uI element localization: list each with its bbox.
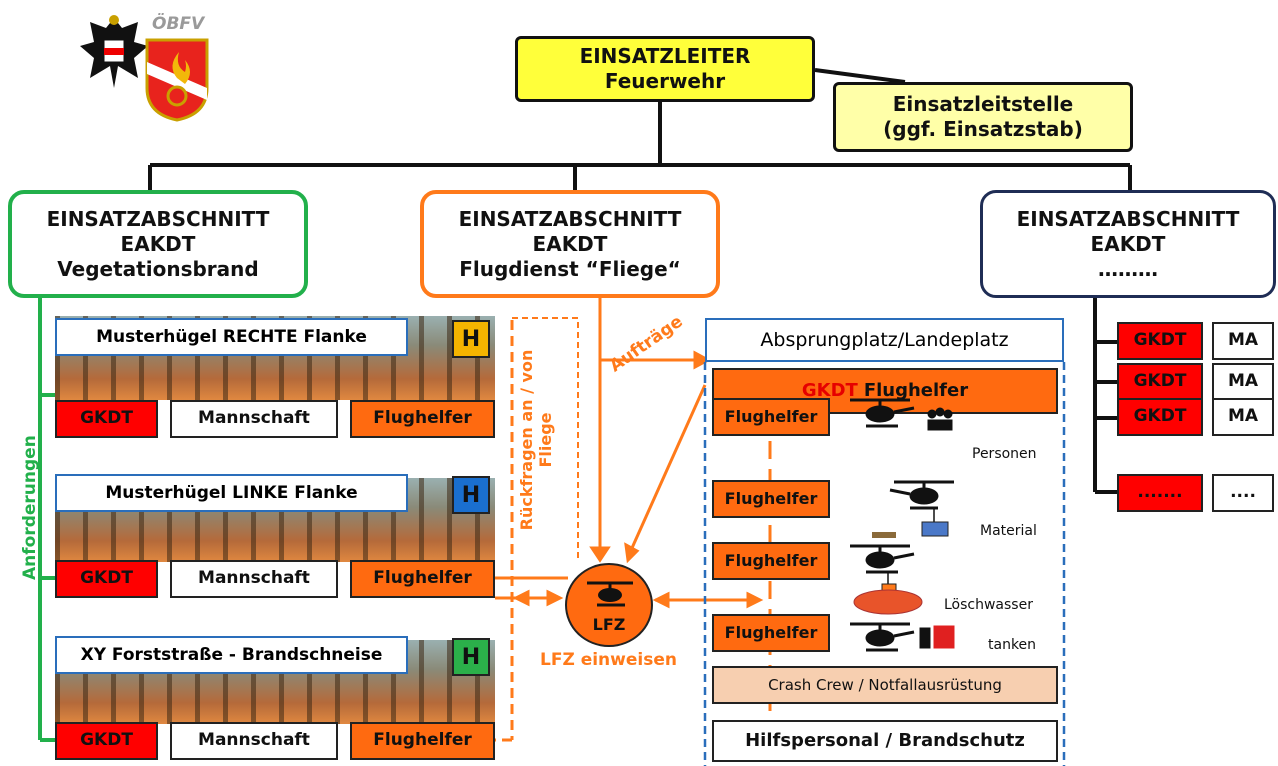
unit-ma-box: MA: [1212, 363, 1274, 401]
section-line1: EINSATZABSCHNITT: [458, 206, 682, 231]
section-flugdienst: EINSATZABSCHNITT EAKDT Flugdienst “Flieg…: [420, 190, 720, 298]
flughelfer-box: Flughelfer: [350, 400, 495, 438]
unit-ma-box: MA: [1212, 398, 1274, 436]
flughelfer-row-box: Flughelfer: [712, 398, 830, 436]
gkdt-box: GKDT: [55, 722, 158, 760]
group-title: Musterhügel RECHTE Flanke: [55, 318, 408, 356]
flughelfer-box: Flughelfer: [350, 560, 495, 598]
section-line2: EAKDT: [120, 231, 196, 256]
task-label: tanken: [988, 637, 1037, 653]
unit-gkdt-box: GKDT: [1117, 398, 1203, 436]
task-label: Löschwasser: [944, 597, 1033, 613]
logo-text: ÖBFV: [152, 14, 205, 34]
heli-badge: H: [452, 638, 490, 676]
gkdt-box: GKDT: [55, 400, 158, 438]
mannschaft-box: Mannschaft: [170, 400, 338, 438]
heli-badge: H: [452, 476, 490, 514]
section-line2: EAKDT: [1090, 231, 1166, 256]
unit-gkdt-box: .......: [1117, 474, 1203, 512]
section-other: EINSATZABSCHNITT EAKDT ………: [980, 190, 1276, 298]
section-vegetationsbrand: EINSATZABSCHNITT EAKDT Vegetationsbrand: [8, 190, 308, 298]
section-line2: EAKDT: [532, 231, 608, 256]
task-label: Material: [980, 523, 1037, 539]
task-label: Personen: [972, 446, 1037, 462]
unit-ma-box: MA: [1212, 322, 1274, 360]
flughelfer-row-box: Flughelfer: [712, 480, 830, 518]
section-line3: Flugdienst “Fliege“: [459, 256, 681, 281]
flughelfer-row-box: Flughelfer: [712, 542, 830, 580]
landing-title: Absprungplatz/Landeplatz: [705, 318, 1064, 362]
center-line1: Einsatzleitstelle: [892, 92, 1074, 116]
group-title: Musterhügel LINKE Flanke: [55, 474, 408, 512]
group-title: XY Forststraße - Brandschneise: [55, 636, 408, 674]
flughelfer-row-box: Flughelfer: [712, 614, 830, 652]
lead-helper: Flughelfer: [863, 379, 969, 401]
mannschaft-box: Mannschaft: [170, 722, 338, 760]
task-icons: [850, 398, 955, 652]
section-line3: Vegetationsbrand: [57, 256, 259, 281]
mannschaft-box: Mannschaft: [170, 560, 338, 598]
unit-gkdt-box: GKDT: [1117, 363, 1203, 401]
fire-shield-logo: [145, 38, 209, 122]
leader-line1: EINSATZLEITER: [579, 44, 751, 68]
flughelfer-box: Flughelfer: [350, 722, 495, 760]
rueckfragen-label: Rückfragen an / von Fliege: [517, 349, 556, 531]
section-line3: ………: [1098, 256, 1158, 281]
lfz-einweisen-label: LFZ einweisen: [540, 650, 677, 670]
einsatzleitstelle-box: Einsatzleitstelle (ggf. Einsatzstab): [833, 82, 1133, 152]
center-line2: (ggf. Einsatzstab): [883, 117, 1083, 141]
hilfspersonal-box: Hilfspersonal / Brandschutz: [712, 720, 1058, 762]
lead-gkdt: GKDT: [801, 379, 858, 401]
leader-line2: Feuerwehr: [604, 69, 726, 93]
section-line1: EINSATZABSCHNITT: [46, 206, 270, 231]
unit-gkdt-box: GKDT: [1117, 322, 1203, 360]
heli-badge: H: [452, 320, 490, 358]
helicopter-icon: [587, 581, 633, 607]
eagle-logo: [78, 12, 150, 92]
gkdt-box: GKDT: [55, 560, 158, 598]
crash-crew-box: Crash Crew / Notfallausrüstung: [712, 666, 1058, 704]
section-line1: EINSATZABSCHNITT: [1016, 206, 1240, 231]
lfz-circle: LFZ: [565, 563, 653, 647]
unit-ma-box: ....: [1212, 474, 1274, 512]
lfz-label: LFZ: [592, 615, 626, 634]
einsatzleiter-box: EINSATZLEITER Feuerwehr: [515, 36, 815, 102]
anforderungen-label: Anforderungen: [20, 435, 40, 580]
